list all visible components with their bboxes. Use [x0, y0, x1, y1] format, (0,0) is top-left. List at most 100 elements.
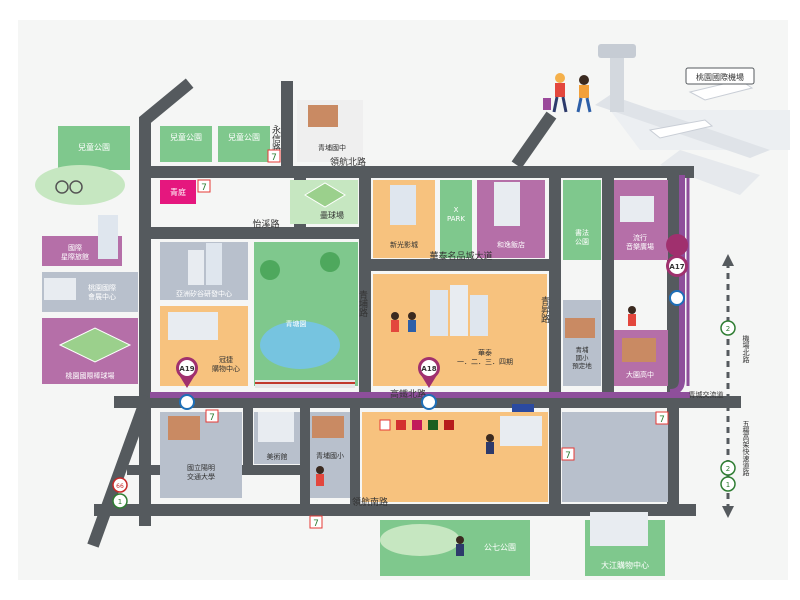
kfc-icon [396, 420, 406, 430]
block-kids-park-a [160, 126, 212, 162]
label-qingtang-park: 青塘園 [286, 319, 307, 328]
label-art-museum: 美術館 [267, 452, 288, 461]
convention-building-icon [44, 278, 76, 300]
road-label-linghang-north: 領航北路 [330, 156, 366, 168]
label-baseball-stadium: 桃園國際棒球場 [66, 371, 115, 380]
mall-building-icon [590, 512, 648, 546]
road-label-yongxin: 永信路 [270, 124, 281, 153]
label-popular-music: 流行音樂廣場 [626, 233, 654, 251]
arrow-down-icon [722, 506, 734, 518]
label-dayuan-hs: 大園高中 [626, 370, 654, 379]
tree-icon [260, 260, 280, 280]
store-building-icon [500, 416, 542, 446]
label-dajiang: 大江購物中心 [601, 560, 649, 570]
station-a17-label: A17 [669, 263, 684, 271]
label-intl-hotel: 國際星際旅館 [61, 243, 89, 261]
metro-line [150, 175, 690, 398]
block-south-right [562, 412, 668, 502]
university-building-icon [168, 416, 200, 440]
label-qingting: 青庭 [170, 187, 186, 197]
road-label-gaotie-north: 高鐵北路 [390, 388, 426, 400]
tower-icon [98, 215, 118, 259]
label-shufa-park: 書法公園 [575, 228, 589, 246]
block-qingpu-es-reserve [563, 300, 601, 386]
metro-icon [669, 290, 685, 306]
label-qingpu-jh: 青埔國中 [318, 143, 346, 152]
seven-eleven-icon [379, 419, 391, 431]
label-kids-park-a: 兒童公園 [170, 132, 202, 142]
school-building-icon [565, 318, 595, 338]
svg-text:66: 66 [116, 483, 124, 490]
label-asia-silicon: 亞洲矽谷研發中心 [176, 289, 232, 298]
cinema-building-icon [390, 185, 416, 225]
svg-text:1: 1 [118, 498, 122, 506]
airport-area: 桃園國際機場 [543, 44, 790, 195]
road-label-huatai: 華泰名品城大道 [429, 250, 492, 262]
music-hall-icon [620, 196, 654, 222]
bicycle-icon [55, 180, 69, 194]
road-label-linghang-south: 領航南路 [352, 496, 388, 508]
road-label-hangkong-north: 機場北路 [742, 334, 750, 364]
label-qingpu-es: 青埔國小 [316, 451, 344, 460]
road-network [87, 78, 741, 548]
airplane-icon [648, 119, 714, 139]
restaurant-icon [444, 420, 454, 430]
label-hotel-okura: 和逸飯店 [497, 240, 525, 249]
block-shufa-park [563, 180, 601, 260]
arrow-up-icon [722, 254, 734, 266]
label-park7: 公七公園 [484, 543, 516, 552]
road-label-qingcheng-junction: 青城交流道 [689, 390, 724, 399]
control-tower-icon [610, 52, 624, 112]
station-a18[interactable]: A18 [418, 357, 440, 410]
tree-icon [320, 252, 340, 272]
school-building-icon [622, 338, 656, 362]
school-building-icon [308, 105, 338, 127]
road-shield: 2 2 1 66 1 [112, 320, 736, 509]
ikea-icon [512, 404, 534, 412]
station-a17[interactable]: A17 [666, 234, 689, 306]
label-kids-park-b: 兒童公園 [228, 132, 260, 142]
softball-field-icon [304, 182, 346, 208]
svg-text:7: 7 [659, 415, 665, 425]
pedestrian-icon [316, 306, 636, 556]
convenience-store-icons: 7 7 7 7 7 7 [197, 149, 669, 529]
office-tower-icon [206, 243, 222, 285]
label-nycu: 國立陽明交通大學 [187, 463, 215, 481]
label-softball: 壘球場 [320, 210, 344, 220]
road-label-qingpu: 青埔路 [357, 289, 368, 318]
mos-burger-icon [412, 420, 422, 430]
road-label-yixi: 怡溪路 [252, 218, 279, 230]
label-qingpu-es-reserve: 青埔國小預定地 [572, 345, 592, 370]
station-a19[interactable]: A19 [176, 357, 198, 410]
svg-text:7: 7 [271, 153, 277, 163]
svg-text:7: 7 [565, 451, 571, 461]
pond-icon [260, 321, 340, 369]
traveler-icon [543, 73, 592, 113]
label-intl-convention: 桃園國際會展中心 [88, 283, 116, 301]
label-huatai-outlet: 華泰一．二．三．四期 [457, 348, 513, 366]
svg-text:1: 1 [726, 481, 730, 489]
svg-text:7: 7 [209, 413, 215, 423]
road-label-wuyang: 五楊高架快速道路 [742, 420, 750, 477]
metro-icon [179, 394, 195, 410]
station-a18-label: A18 [421, 365, 436, 373]
svg-text:7: 7 [201, 183, 207, 193]
block-qingting [160, 180, 196, 204]
hotel-building-icon [494, 182, 520, 226]
label-guanzhi: 冠捷購物中心 [212, 355, 240, 373]
road-labels: 領航北路 怡溪路 華泰名品城大道 高鐵北路 領航南路 青城交流道 永信路 青埔路… [252, 124, 723, 508]
metro-icon [421, 394, 437, 410]
label-shin-kong: 新光影城 [390, 240, 418, 249]
mall-building-icon [168, 312, 218, 340]
block-kids-park-left [58, 126, 130, 170]
label-kids-park-left: 兒童公園 [78, 142, 110, 152]
airport-label: 桃園國際機場 [696, 72, 744, 82]
block-xpark [440, 180, 472, 258]
stadium-icon [58, 327, 132, 363]
school-building-icon [312, 416, 344, 438]
outlet-building-icon [430, 290, 448, 336]
station-a19-label: A19 [179, 365, 194, 373]
svg-text:2: 2 [726, 465, 730, 473]
museum-building-icon [258, 412, 294, 442]
